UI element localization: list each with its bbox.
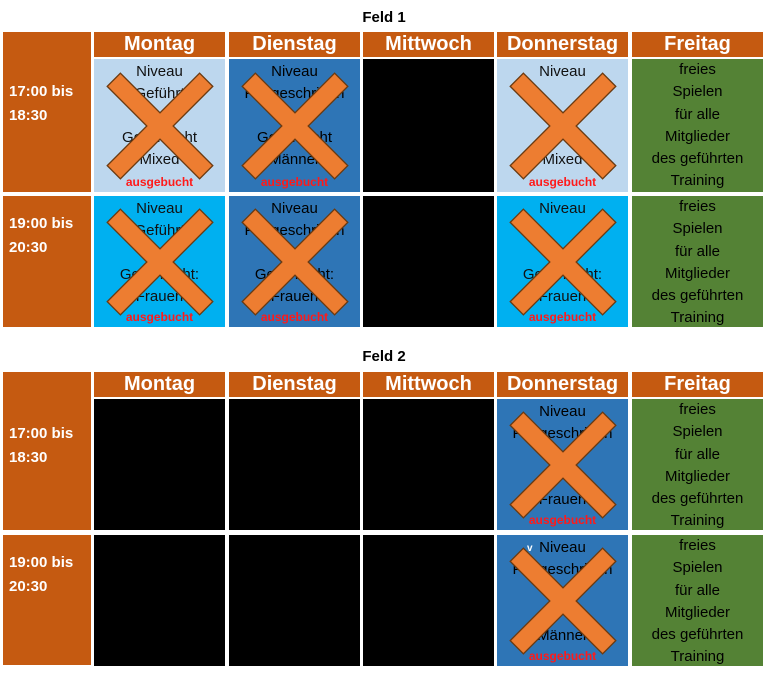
slot-montag-1 bbox=[94, 399, 225, 530]
slot-freitag-1: freies Spielen für alle Mitglieder des g… bbox=[632, 399, 763, 530]
slot-dienstag-1 bbox=[229, 399, 360, 530]
section-title-feld-2: Feld 2 bbox=[362, 348, 406, 365]
time-label: 19:00 bis 20:30 bbox=[9, 554, 74, 595]
day-header-donnerstag: Donnerstag bbox=[497, 372, 628, 397]
slot-montag-1: Niveau Geführt Geschlecht Mixed ausgebuch… bbox=[94, 59, 225, 192]
slot-dienstag-1: Niveau Fortgeschritten Geschlecht Männer… bbox=[229, 59, 360, 192]
slot-description: freies Spielen für alle Mitglieder des g… bbox=[651, 198, 744, 327]
slot-dienstag-2: Niveau Fortgeschritten Geschlecht: Fraue… bbox=[229, 196, 360, 327]
slot-mittwoch-1 bbox=[363, 399, 494, 530]
slot-description: Niveau Mixed bbox=[539, 63, 586, 168]
slot-description: freies Spielen für alle Mitglieder des g… bbox=[651, 61, 744, 190]
slot-description: Niveau Fortgeschritten Geschlecht Männer bbox=[244, 63, 345, 168]
day-header-freitag: Freitag bbox=[632, 32, 763, 57]
day-header-montag: Montag bbox=[94, 372, 225, 397]
time-slot-1: 17:00 bis 18:30 bbox=[3, 32, 91, 192]
slot-freitag-2: freies Spielen für alle Mitglieder des g… bbox=[632, 196, 763, 327]
slot-donnerstag-1: Niveau Mixed ausgebucht bbox=[497, 59, 628, 192]
slot-dienstag-2 bbox=[229, 535, 360, 666]
slot-donnerstag-2: Niveau Geschlecht: Frauen ausgebucht bbox=[497, 196, 628, 327]
slot-freitag-2: freies Spielen für alle Mitglieder des g… bbox=[632, 535, 763, 666]
booked-label: ausgebucht bbox=[125, 175, 194, 189]
day-header-montag: Montag bbox=[94, 32, 225, 57]
slot-montag-2: Niveau Geführt Geschlecht: Frauen ausgebu… bbox=[94, 196, 225, 327]
slot-description: Niveau Fortgeschritten Frauen bbox=[512, 403, 613, 508]
time-slot-2: 19:00 bis 20:30 bbox=[3, 196, 91, 327]
slot-description: Niveau Geführt Geschlecht Mixed bbox=[121, 63, 198, 168]
slot-mittwoch-2 bbox=[363, 196, 494, 327]
day-header-dienstag: Dienstag bbox=[229, 372, 360, 397]
booked-label: ausgebucht bbox=[528, 310, 597, 324]
time-label: 17:00 bis 18:30 bbox=[9, 425, 74, 466]
slot-mittwoch-2 bbox=[363, 535, 494, 666]
slot-description: freies Spielen für alle Mitglieder des g… bbox=[651, 537, 744, 666]
slot-description: Niveau Geschlecht: Frauen bbox=[522, 200, 603, 305]
slot-donnerstag-1: Niveau Fortgeschritten Frauen ausgebucht bbox=[497, 399, 628, 530]
time-slot-1: 17:00 bis 18:30 bbox=[3, 372, 91, 530]
day-header-donnerstag: Donnerstag bbox=[497, 32, 628, 57]
booked-label: ausgebucht bbox=[260, 310, 329, 324]
slot-freitag-1: freies Spielen für alle Mitglieder des g… bbox=[632, 59, 763, 192]
day-header-mittwoch: Mittwoch bbox=[363, 372, 494, 397]
small-mark: v bbox=[527, 543, 533, 554]
day-header-dienstag: Dienstag bbox=[229, 32, 360, 57]
section-title-feld-1: Feld 1 bbox=[362, 9, 406, 26]
booked-label: ausgebucht bbox=[260, 175, 329, 189]
slot-description: Niveau Geführt Geschlecht: Frauen bbox=[119, 200, 200, 305]
booked-label: ausgebucht bbox=[528, 513, 597, 527]
time-label: 17:00 bis 18:30 bbox=[9, 83, 74, 124]
time-slot-2: 19:00 bis 20:30 bbox=[3, 535, 91, 665]
slot-description: Niveau Fortgeschritten Geschlecht: Fraue… bbox=[244, 200, 345, 305]
booked-label: ausgebucht bbox=[528, 175, 597, 189]
slot-description: Niveau Fortgeschritten Männer bbox=[512, 539, 613, 644]
booked-label: ausgebucht bbox=[528, 649, 597, 663]
day-header-freitag: Freitag bbox=[632, 372, 763, 397]
time-label: 19:00 bis 20:30 bbox=[9, 215, 74, 256]
slot-mittwoch-1 bbox=[363, 59, 494, 192]
slot-description: freies Spielen für alle Mitglieder des g… bbox=[651, 401, 744, 530]
booked-label: ausgebucht bbox=[125, 310, 194, 324]
day-header-mittwoch: Mittwoch bbox=[363, 32, 494, 57]
slot-montag-2 bbox=[94, 535, 225, 666]
